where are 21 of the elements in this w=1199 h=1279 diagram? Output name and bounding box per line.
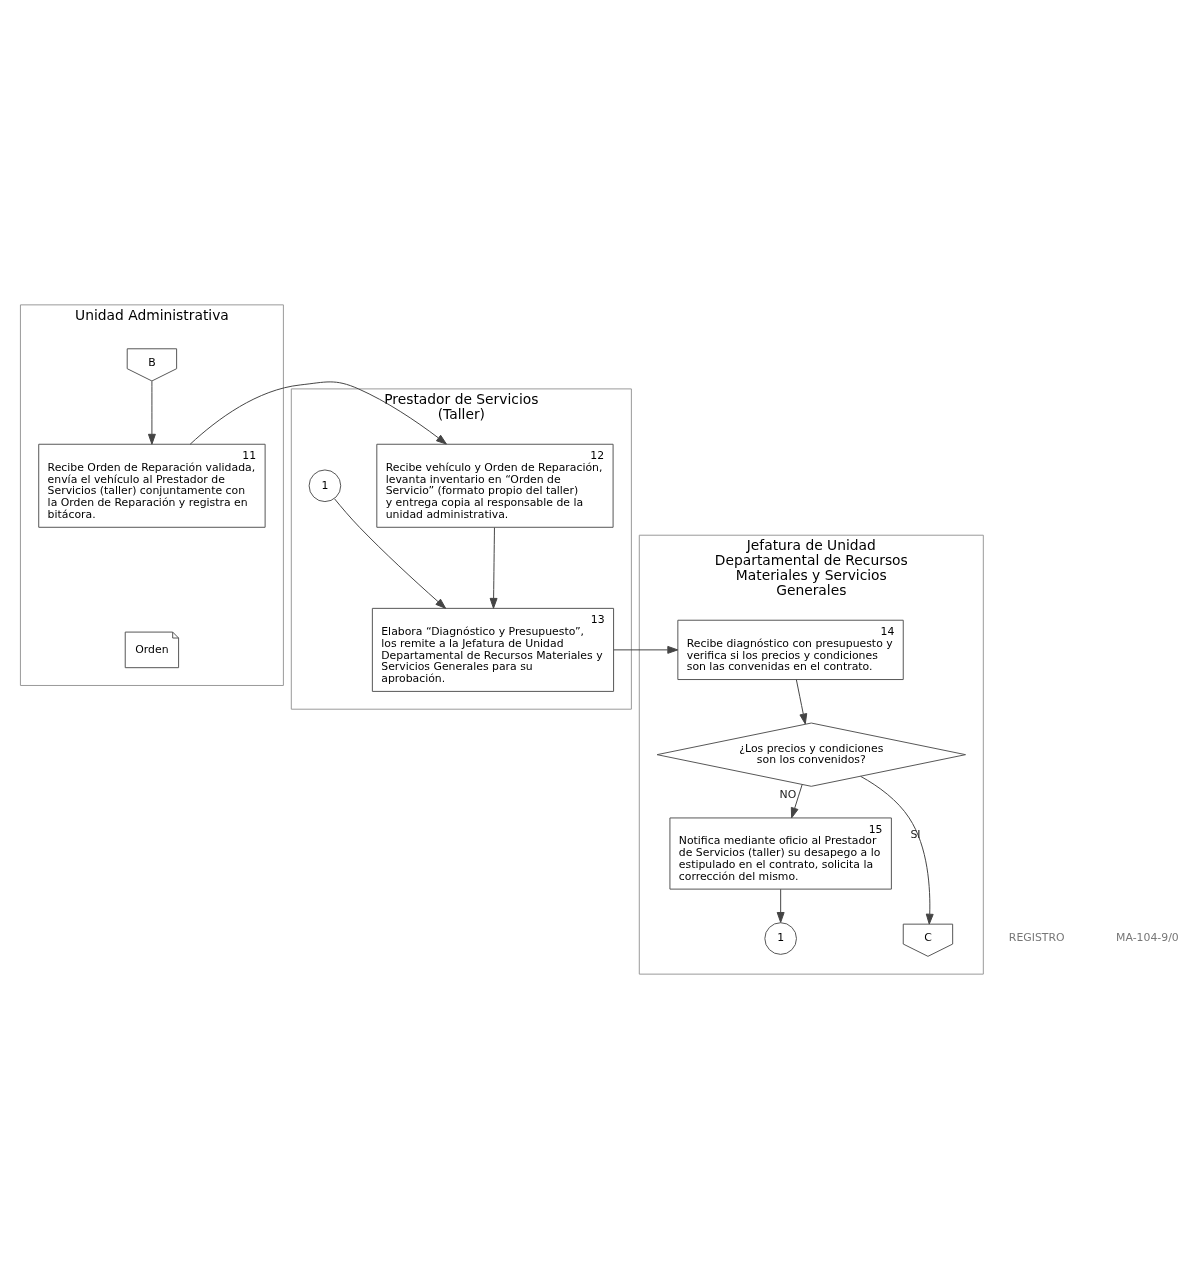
- label: REGISTRO: [1008, 931, 1065, 945]
- arrow: [776, 888, 785, 923]
- edge-label: SI: [910, 828, 921, 842]
- arrow: [147, 380, 156, 445]
- arrow: [860, 775, 934, 925]
- node-circle: 1: [764, 922, 797, 955]
- node-circle: 1: [308, 469, 342, 503]
- arrow: [189, 381, 447, 445]
- arrow: [790, 783, 803, 819]
- arrow: [334, 498, 447, 609]
- node-box: 12 Recibe vehículo y Orden de Reparación, levanta inventario en “Orden de Servicio” (formato propio del taller) y entrega copia al responsable de la unidad administrativa.: [376, 443, 614, 528]
- edge-label: NO: [779, 788, 797, 802]
- arrow: [489, 527, 498, 609]
- node-box: 13 Elabora “Diagnóstico y Presupuesto”, los remite a la Jefatura de Unidad Departamental de Recursos Materiales y Servicios Generales para su aprobación.: [371, 607, 615, 692]
- node-box: 14 Recibe diagnóstico con presupuesto y verifica si los precios y condiciones son las convenidas en el contrato.: [677, 619, 904, 681]
- node-box: 11 Recibe Orden de Reparación validada, envía el vehículo al Prestador de Servicios (taller) conjuntamente con la Orden de Reparación y registra en bitácora.: [38, 443, 266, 528]
- label: MA-104-9/0: [1116, 931, 1179, 945]
- node-box: 15 Notifica mediante oficio al Prestador de Servicios (taller) su desapego a lo estipulado en el contrato, solicita la corrección del mismo.: [669, 817, 892, 890]
- node-diamond: ¿Los precios y condiciones son los convenidos?: [656, 722, 966, 787]
- arrow: [613, 645, 679, 654]
- arrow: [795, 679, 808, 725]
